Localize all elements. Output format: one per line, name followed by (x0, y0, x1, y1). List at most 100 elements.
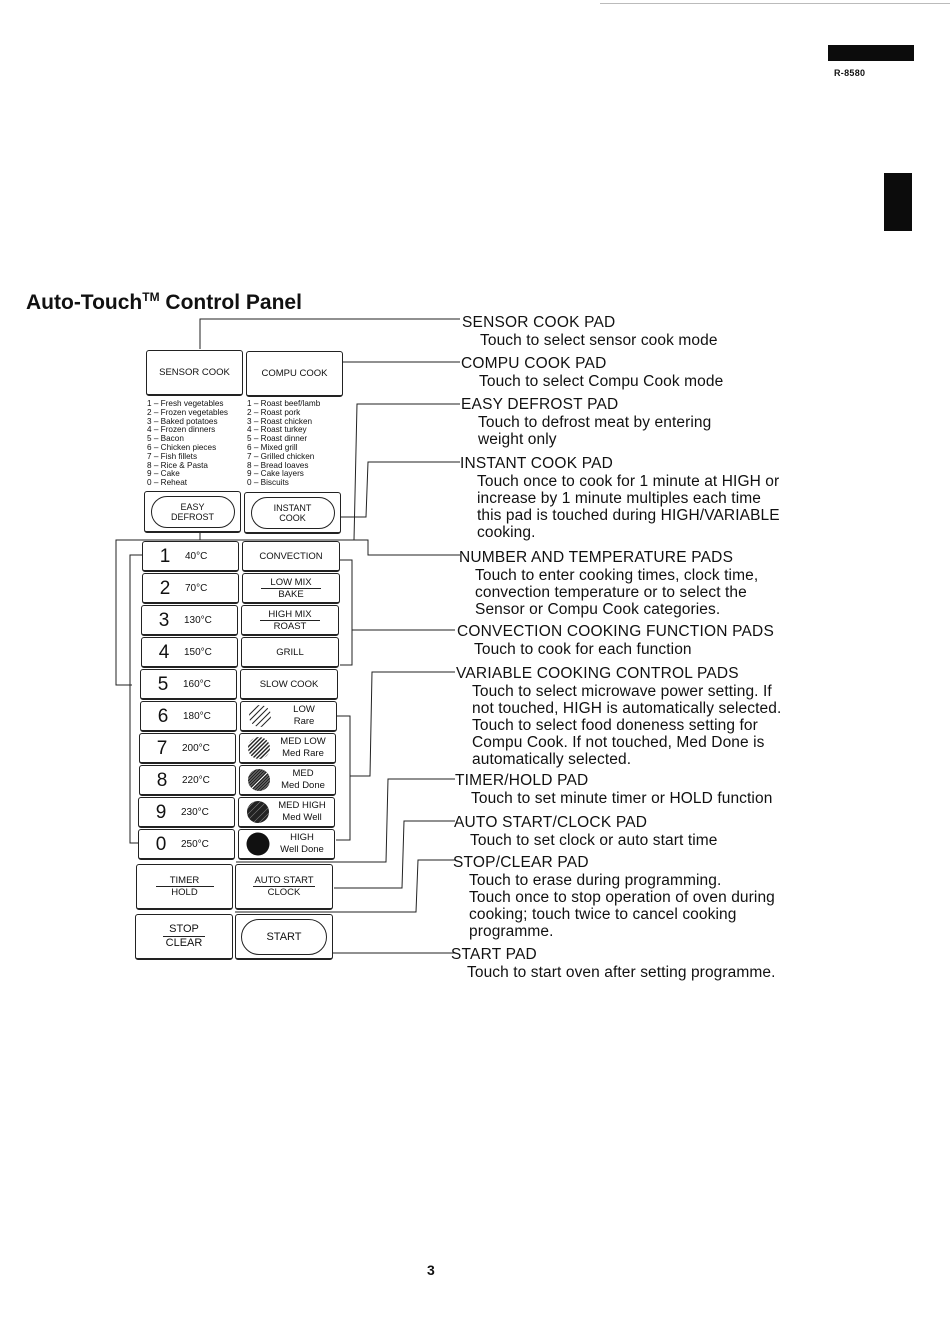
divider (261, 587, 321, 589)
list-item: 5 – Roast dinner (247, 434, 308, 444)
slow-cook-pad[interactable]: SLOW COOK (240, 669, 338, 700)
callout-description: Touch to set minute timer or HOLD functi… (471, 790, 772, 807)
callout-heading: NUMBER AND TEMPERATURE PADS (459, 549, 734, 566)
callout-compu-cook: COMPU COOK PAD Touch to select Compu Coo… (461, 355, 723, 390)
callout-heading: EASY DEFROST PAD (461, 396, 619, 413)
instant-cook-oval: INSTANT COOK (250, 496, 335, 529)
power-label: LOW (293, 704, 315, 715)
list-item: 7 – Fish fillets (147, 451, 198, 461)
auto-start-label: AUTO START (254, 875, 314, 886)
stop-clear-pad[interactable]: STOP CLEAR (135, 914, 233, 960)
number-pad-9[interactable]: 9 230°C (138, 797, 235, 828)
easy-defrost-pad[interactable]: EASY DEFROST (144, 491, 241, 533)
callout-description: Touch to erase during programming. Touch… (469, 872, 775, 940)
description-line: Touch to start oven after setting progra… (467, 964, 776, 981)
list-item: 9 – Cake (147, 469, 180, 479)
digit: 7 (156, 737, 168, 759)
digit: 5 (157, 673, 169, 695)
list-item: 4 – Roast turkey (247, 425, 307, 435)
list-item: 1 – Fresh vegetables (147, 399, 224, 408)
description-line: Sensor or Compu Cook categories. (475, 601, 721, 618)
doneness-label: Med Done (281, 780, 325, 791)
page-title: Auto-TouchTM Control Panel (26, 290, 302, 315)
title-main: Auto-Touch (26, 291, 143, 314)
temperature: 150°C (184, 646, 212, 658)
list-item: 8 – Rice & Pasta (147, 460, 208, 470)
callout-number-temperature: NUMBER AND TEMPERATURE PADS Touch to ent… (459, 549, 758, 618)
sensor-cook-pad[interactable]: SENSOR COOK (146, 350, 243, 396)
sensor-cook-list: 1 – Fresh vegetables 2 – Frozen vegetabl… (147, 399, 247, 488)
description-line: Touch once to cook for 1 minute at HIGH … (477, 473, 780, 490)
low-mix-bake-pad[interactable]: LOW MIX BAKE (242, 573, 340, 604)
timer-label: TIMER (169, 875, 200, 886)
number-pad-5[interactable]: 5 160°C (140, 669, 237, 700)
digit: 3 (158, 609, 170, 631)
list-item: 1 – Roast beef/lamb (247, 399, 321, 408)
hold-label: HOLD (171, 887, 198, 898)
divider (253, 886, 315, 887)
power-label: MED (292, 768, 314, 779)
light-hatch-icon (249, 705, 271, 727)
number-pad-8[interactable]: 8 220°C (139, 765, 236, 796)
start-label: START (266, 930, 302, 943)
convection-pad[interactable]: CONVECTION (242, 541, 340, 572)
temperature: 220°C (182, 774, 210, 786)
instant-cook-pad[interactable]: INSTANT COOK (244, 492, 341, 534)
temperature: 230°C (181, 806, 209, 818)
easy-defrost-line2: DEFROST (170, 511, 214, 522)
number-pad-6[interactable]: 6 180°C (140, 701, 237, 732)
slow-cook-label: SLOW COOK (259, 678, 319, 690)
crosshatch-icon (247, 801, 269, 823)
timer-hold-pad[interactable]: TIMER HOLD (136, 864, 233, 910)
callout-instant-cook: INSTANT COOK PAD Touch once to cook for … (460, 455, 780, 541)
start-pad[interactable]: START (235, 914, 333, 960)
number-pad-4[interactable]: 4 150°C (141, 637, 238, 668)
description-line: not touched, HIGH is automatically selec… (472, 700, 782, 717)
callout-sensor-cook: SENSOR COOK PAD Touch to select sensor c… (462, 314, 718, 349)
callout-heading: CONVECTION COOKING FUNCTION PADS (457, 623, 774, 640)
list-item: 0 – Reheat (147, 478, 188, 488)
callout-description: Touch to select Compu Cook mode (479, 373, 723, 390)
callout-start: START PAD Touch to start oven after sett… (451, 946, 776, 981)
number-pad-2[interactable]: 2 70°C (142, 573, 239, 604)
digit: 9 (155, 801, 167, 823)
number-pad-7[interactable]: 7 200°C (139, 733, 236, 764)
doneness-label: Med Rare (282, 748, 324, 759)
easy-defrost-line1: EASY (180, 501, 205, 512)
grill-pad[interactable]: GRILL (241, 637, 339, 668)
title-rest: Control Panel (165, 291, 302, 314)
callout-heading: INSTANT COOK PAD (460, 455, 614, 472)
power-label: HIGH (290, 832, 314, 843)
callout-heading: AUTO START/CLOCK PAD (454, 814, 648, 831)
number-pad-1[interactable]: 1 40°C (142, 541, 239, 572)
dense-hatch-icon (248, 769, 270, 791)
compu-cook-list: 1 – Roast beef/lamb 2 – Roast pork 3 – R… (247, 399, 347, 488)
callout-auto-start-clock: AUTO START/CLOCK PAD Touch to set clock … (454, 814, 718, 849)
divider (155, 886, 214, 887)
list-item: 9 – Cake layers (247, 469, 304, 479)
list-item: 6 – Chicken pieces (147, 442, 217, 452)
easy-defrost-oval: EASY DEFROST (150, 495, 235, 528)
medium-hatch-icon (248, 737, 270, 759)
power-label: MED LOW (280, 736, 326, 747)
callout-convection-function: CONVECTION COOKING FUNCTION PADS Touch t… (457, 623, 774, 658)
number-pad-3[interactable]: 3 130°C (141, 605, 238, 636)
sensor-cook-label: SENSOR COOK (159, 367, 230, 378)
high-mix-roast-pad[interactable]: HIGH MIX ROAST (241, 605, 339, 636)
callout-description: Touch to select sensor cook mode (480, 332, 718, 349)
description-line: weight only (478, 431, 557, 448)
digit: 0 (155, 833, 167, 855)
compu-cook-pad[interactable]: COMPU COOK (246, 351, 343, 397)
number-pad-0[interactable]: 0 250°C (138, 829, 235, 860)
model-code: R-8580 (834, 68, 866, 78)
instant-cook-line2: COOK (279, 512, 306, 523)
bake-label: BAKE (278, 588, 304, 600)
callout-description: Touch to select microwave power setting.… (472, 683, 781, 768)
header-black-bar (828, 45, 914, 61)
auto-start-clock-pad[interactable]: AUTO START CLOCK (235, 864, 333, 910)
